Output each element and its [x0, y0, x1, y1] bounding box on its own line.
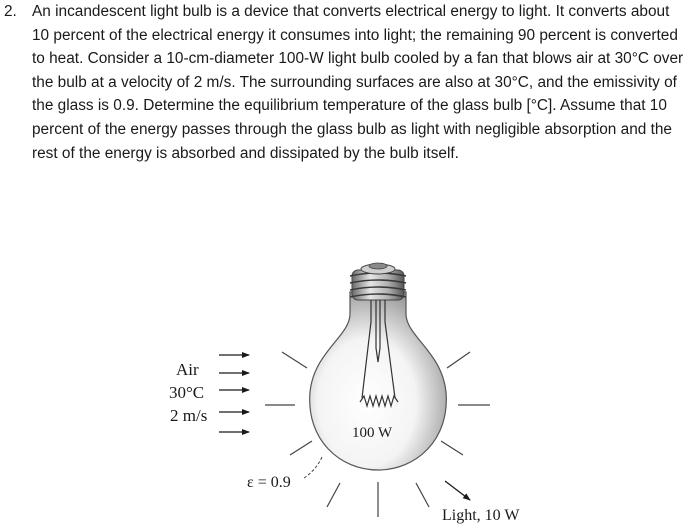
air-flow-arrows	[219, 352, 250, 435]
filament	[359, 300, 399, 409]
problem-text: An incandescent light bulb is a device t…	[32, 3, 684, 162]
problem-number: 2.	[4, 3, 17, 20]
light-arrow	[444, 480, 471, 501]
power-label: 100 W	[352, 425, 393, 441]
light-output-label: Light, 10 W	[442, 507, 520, 524]
emissivity-label: ε = 0.9	[247, 474, 291, 491]
emissivity-pointer	[303, 456, 323, 479]
air-temperature-label: 30°C	[169, 383, 204, 402]
radiation-lines	[265, 351, 490, 517]
air-label: Air	[176, 360, 199, 379]
glass-bulb	[309, 291, 447, 471]
problem-statement: 2. An incandescent light bulb is a devic…	[4, 0, 688, 165]
air-velocity-label: 2 m/s	[170, 406, 207, 425]
bulb-base	[349, 262, 407, 301]
